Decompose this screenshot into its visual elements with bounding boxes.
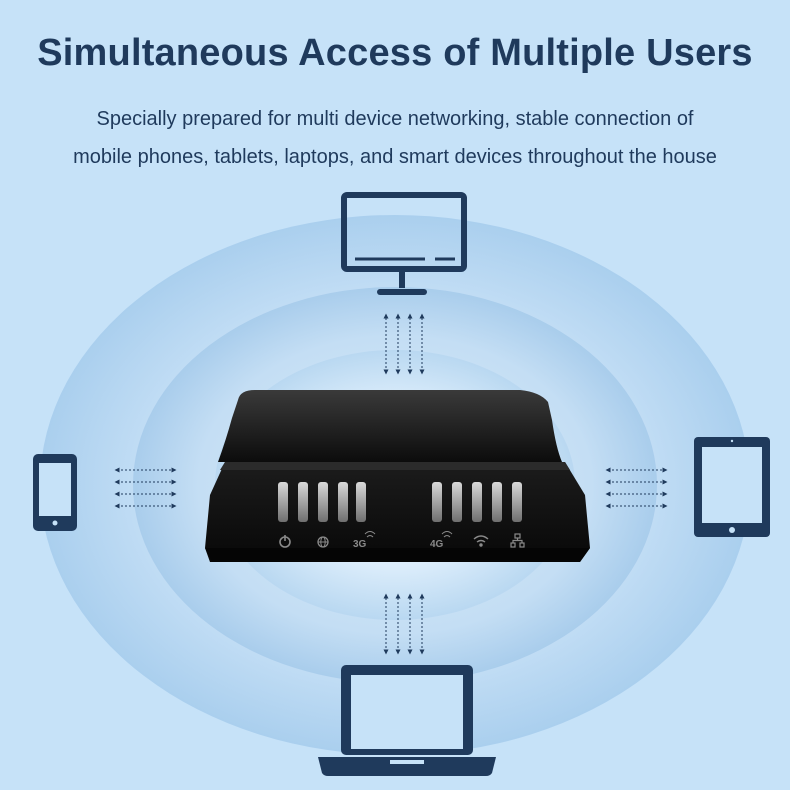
indicator-label-4g: 4G [430, 539, 444, 550]
router-base [205, 548, 590, 562]
globe-icon [317, 536, 329, 548]
page-title: Simultaneous Access of Multiple Users [37, 32, 753, 74]
router-front-panel [205, 462, 590, 562]
laptop-icon [318, 665, 496, 776]
arrows-bottom [383, 593, 425, 655]
wifi-icon [473, 535, 489, 547]
signal-icon [441, 531, 453, 538]
subtitle-line-1: Specially prepared for multi device netw… [96, 108, 694, 130]
router-top-shell [218, 390, 562, 462]
arrows-top [383, 313, 425, 375]
monitor-icon [341, 192, 467, 295]
indicator-label-3g: 3G [353, 539, 367, 550]
phone-icon [33, 454, 77, 531]
arrows-left [114, 467, 177, 509]
router-ridge [220, 462, 570, 470]
arrows-right [605, 467, 668, 509]
led-slots-right [432, 482, 522, 522]
tablet-icon [694, 437, 770, 537]
router: 3G 4G [205, 390, 590, 562]
subtitle-line-2: mobile phones, tablets, laptops, and sma… [73, 146, 717, 168]
led-slots-left [278, 482, 366, 522]
signal-icon [364, 531, 376, 538]
power-icon [279, 535, 291, 548]
lan-icon [510, 533, 525, 548]
